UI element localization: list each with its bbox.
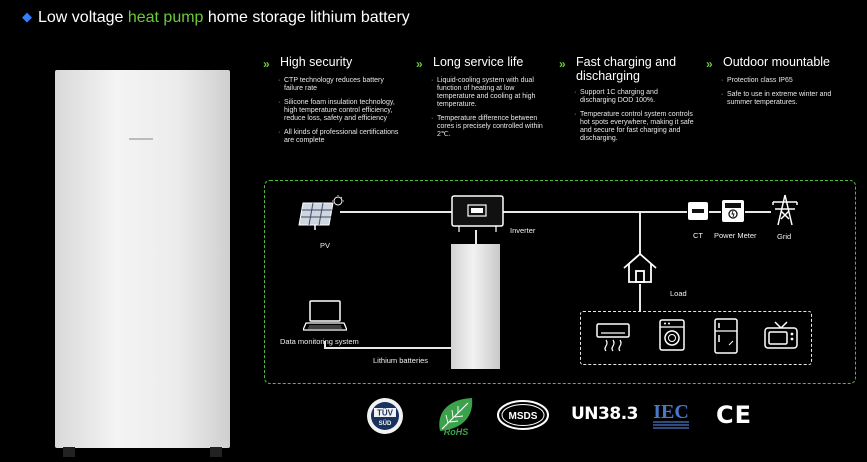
double-chevron-icon: » xyxy=(559,57,566,71)
title-highlight: heat pump xyxy=(127,9,204,26)
grid-tower-icon xyxy=(772,194,798,226)
feature-bullet: Support 1C charging and discharging DOD … xyxy=(574,89,690,105)
feature-high-security: »High security CTP technology reduces ba… xyxy=(263,55,413,151)
battery-foot-right xyxy=(210,447,222,457)
feature-bullet: Liquid-cooling system with dual function… xyxy=(431,77,552,109)
svg-text:RoHS: RoHS xyxy=(444,427,469,437)
double-chevron-icon: » xyxy=(263,57,270,71)
svg-text:MSDS: MSDS xyxy=(509,411,538,422)
feature-bullet: Silicone foam insulation technology, hig… xyxy=(278,99,402,123)
iec-logo-icon: IEC xyxy=(653,401,689,429)
solar-panel-icon xyxy=(298,195,344,230)
washing-machine-icon xyxy=(659,319,685,351)
msds-badge-icon: MSDS xyxy=(497,400,549,430)
feature-long-service-life: »Long service life Liquid-cooling system… xyxy=(416,55,566,145)
grid-house-line xyxy=(639,211,641,254)
feature-bullet: Temperature difference between cores is … xyxy=(431,115,552,139)
house-icon xyxy=(623,252,657,283)
house-load-line xyxy=(639,284,641,311)
power-meter-label: Power Meter xyxy=(714,231,757,240)
system-diagram-frame xyxy=(264,180,856,384)
feature-bullet: Protection class IP65 xyxy=(721,77,842,85)
pv-label: PV xyxy=(320,241,331,250)
rohs-leaf-icon: RoHS xyxy=(439,398,473,437)
diamond-bullet-icon: ◆ xyxy=(22,9,32,24)
battery-product-image xyxy=(55,70,230,457)
grid-label: Grid xyxy=(777,232,792,241)
page-title: ◆Low voltage heat pump home storage lith… xyxy=(22,9,410,26)
pv-inverter-line xyxy=(340,211,452,213)
battery-logo-strip xyxy=(129,138,153,140)
feature-outdoor-mountable: »Outdoor mountable Protection class IP65… xyxy=(706,55,856,113)
data-monitoring-label: Data monitoring system xyxy=(280,337,359,346)
load-appliances-box xyxy=(580,311,812,365)
feature-bullet: Temperature control system controls hot … xyxy=(574,111,695,143)
inverter-icon xyxy=(451,195,504,232)
battery-foot-left xyxy=(63,447,75,457)
ct-label: CT xyxy=(693,231,703,240)
inverter-label: Inverter xyxy=(510,226,536,235)
tuv-sud-certification-icon: TÜV SÜD xyxy=(367,398,403,434)
feature-fast-charging: »Fast charging and discharging Support 1… xyxy=(559,55,709,149)
meter-grid-line xyxy=(745,211,771,213)
inverter-ct-line xyxy=(503,211,687,213)
feature-bullet: CTP technology reduces battery failure r… xyxy=(278,77,402,93)
svg-text:TÜV: TÜV xyxy=(377,409,394,418)
un383-certification: UN38.3 xyxy=(571,404,638,424)
load-label: Load xyxy=(670,289,687,298)
laptop-battery-line xyxy=(324,347,451,349)
television-icon xyxy=(764,321,798,349)
feature-bullet: All kinds of professional certifications… xyxy=(278,129,402,145)
svg-text:SÜD: SÜD xyxy=(379,420,392,427)
power-meter-icon xyxy=(722,200,744,222)
laptop-icon xyxy=(303,300,347,331)
ct-icon xyxy=(688,202,708,220)
laptop-drop-line xyxy=(324,341,326,347)
double-chevron-icon: » xyxy=(706,57,713,71)
feature-bullet: Safe to use in extreme winter and summer… xyxy=(721,91,842,107)
svg-text:IEC: IEC xyxy=(653,401,689,423)
air-conditioner-icon xyxy=(596,323,630,352)
ct-meter-line xyxy=(709,211,721,213)
lithium-batteries-label: Lithium batteries xyxy=(373,356,429,365)
double-chevron-icon: » xyxy=(416,57,423,71)
lithium-battery-icon xyxy=(451,244,500,369)
refrigerator-icon xyxy=(714,318,738,354)
inverter-battery-line xyxy=(475,230,477,244)
ce-mark: CE xyxy=(716,401,753,429)
